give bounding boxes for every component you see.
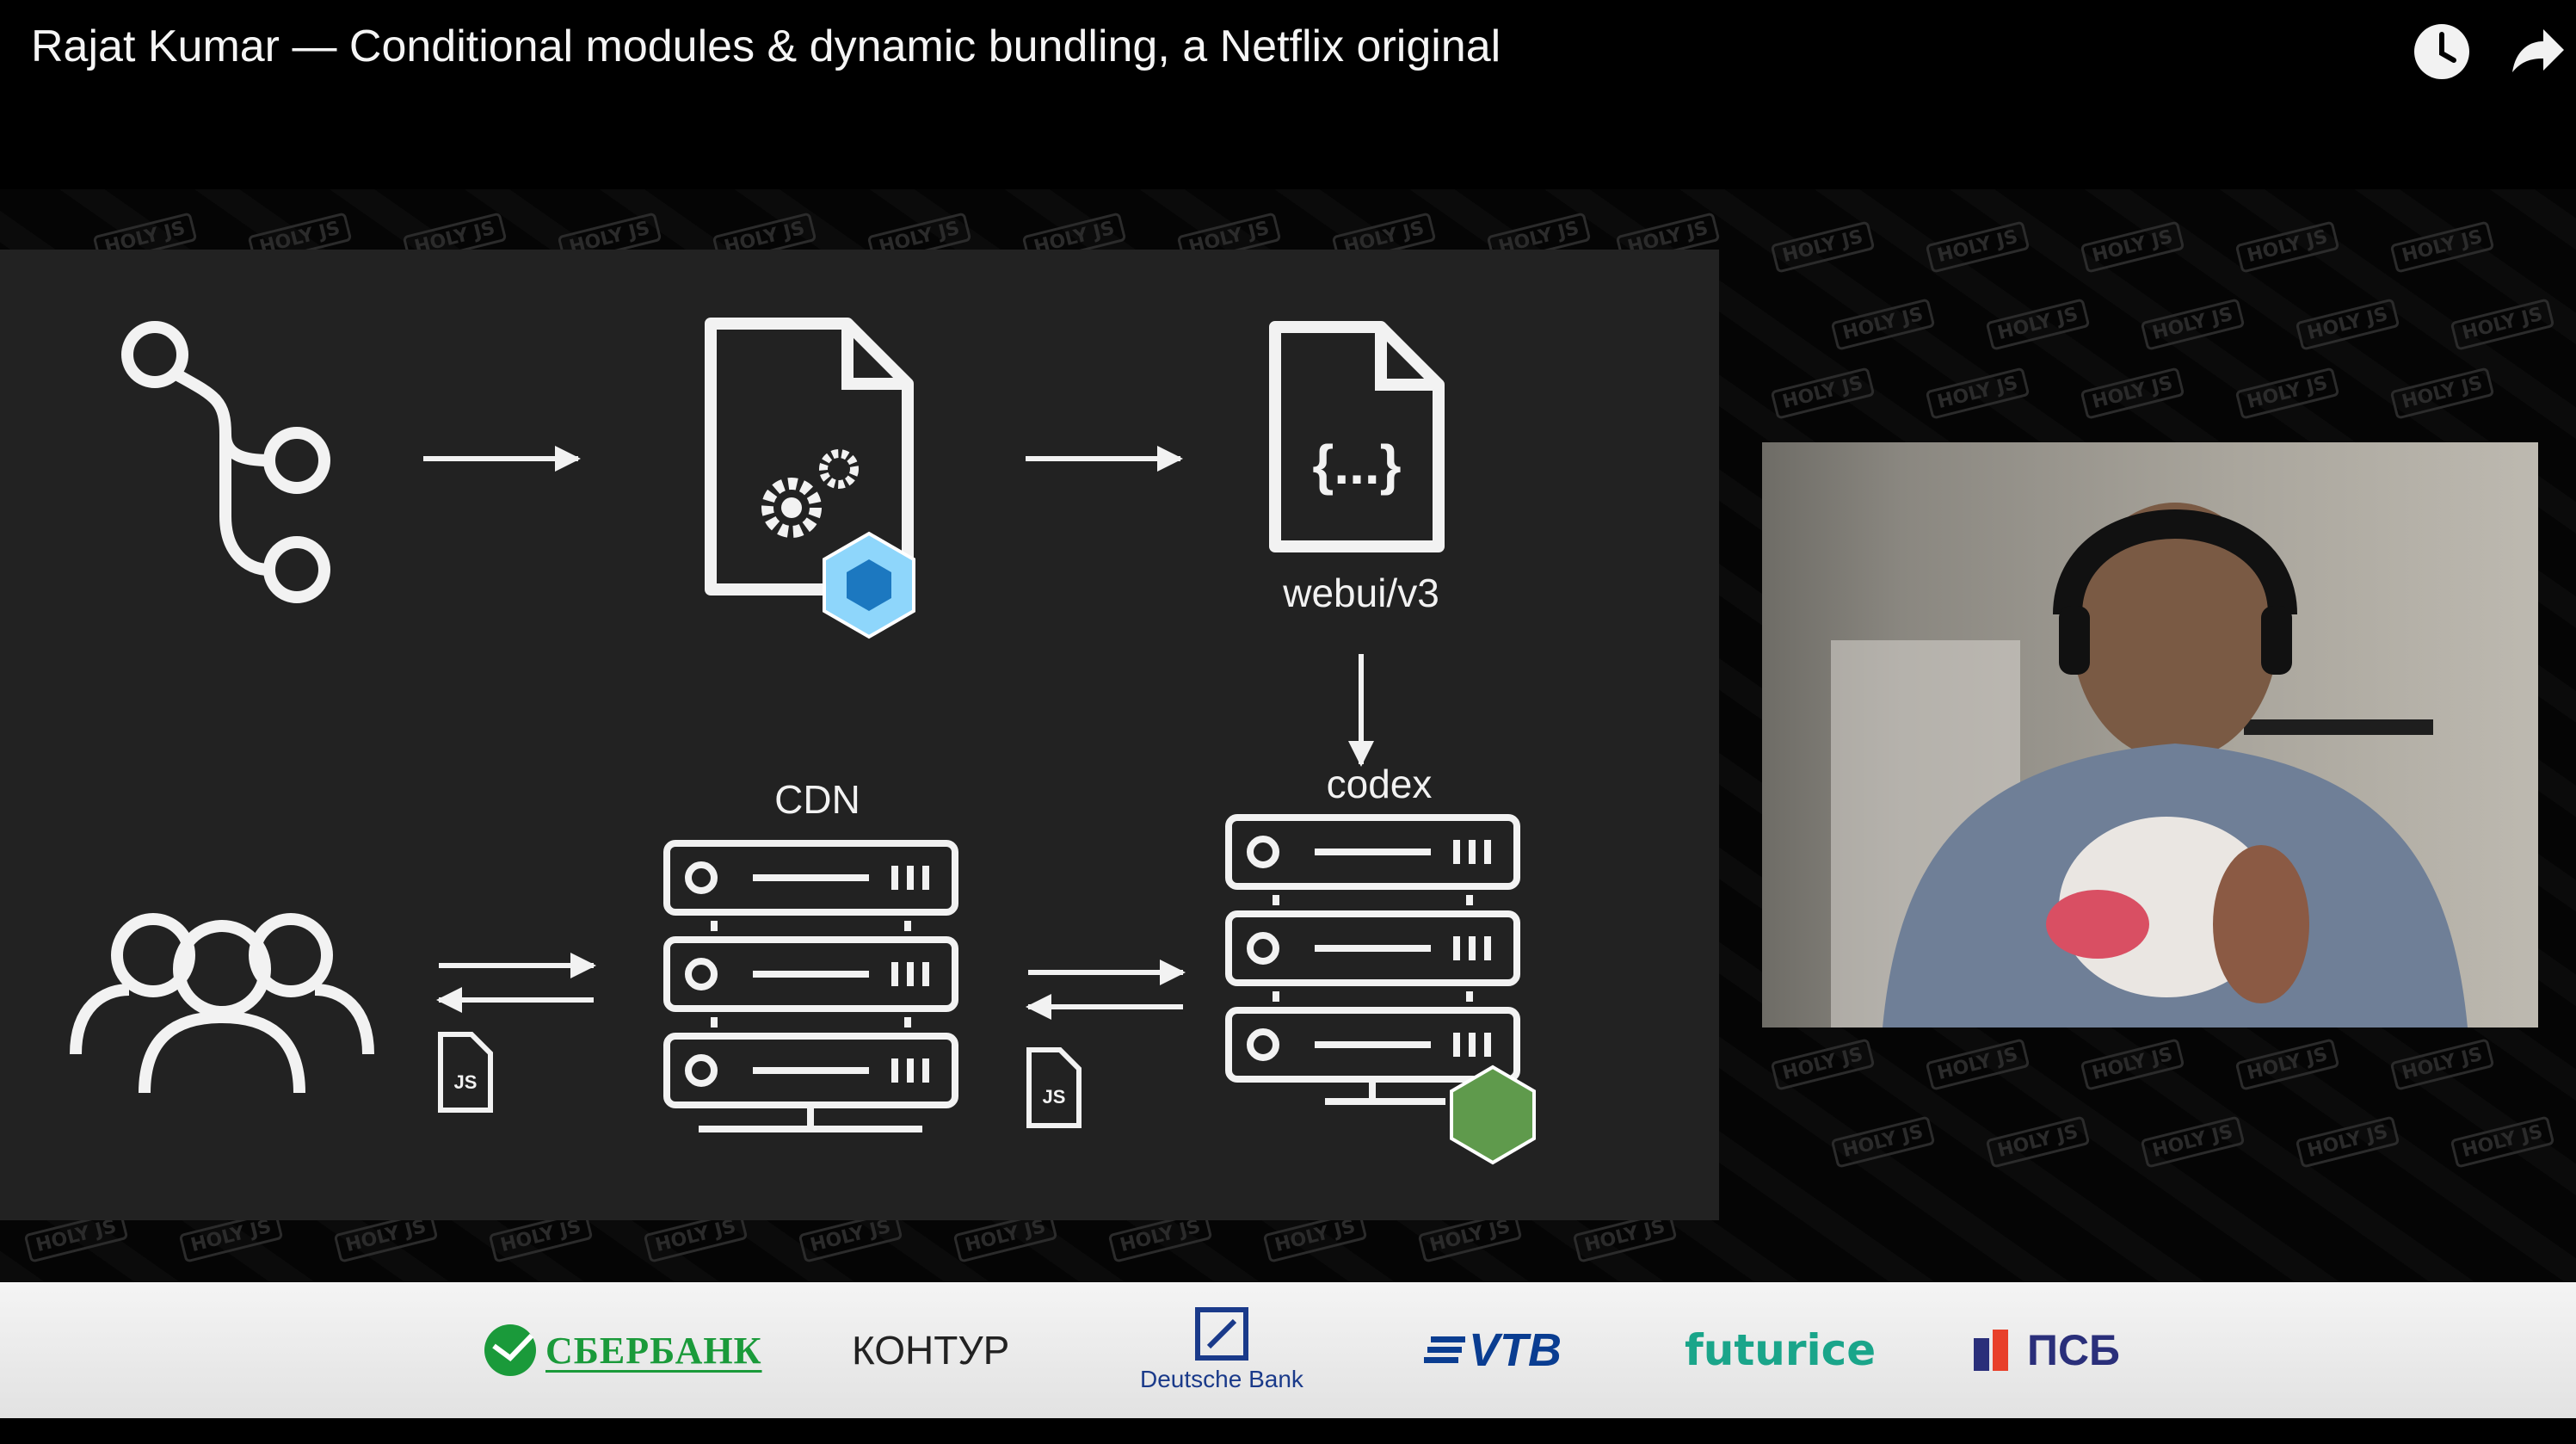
deutsche-bank-logo-icon xyxy=(1194,1307,1248,1361)
js-label: JS xyxy=(454,1071,478,1093)
share-arrow-icon[interactable] xyxy=(2504,19,2569,84)
speaker-video-frame xyxy=(1831,503,2468,1027)
watermark: HOLY JS xyxy=(1985,298,2091,351)
cdn-label: CDN xyxy=(774,777,860,822)
video-title-bar: Rajat Kumar — Conditional modules & dyna… xyxy=(0,0,2576,112)
json-braces-label: {...} xyxy=(1312,434,1401,496)
git-branch-icon xyxy=(121,321,330,603)
speaker-webcam xyxy=(1762,442,2538,1027)
watermark: HOLY JS xyxy=(2140,298,2246,351)
watermark: HOLY JS xyxy=(2450,298,2555,351)
sponsor-kontur: КОНТУР xyxy=(852,1282,1009,1418)
webpack-config-file-icon xyxy=(705,318,915,639)
js-label: JS xyxy=(1043,1086,1066,1108)
clock-icon[interactable] xyxy=(2409,19,2474,84)
watermark: HOLY JS xyxy=(2080,367,2185,420)
server-stack-icon xyxy=(1225,814,1520,1105)
sponsor-name: ПСБ xyxy=(2027,1326,2120,1374)
sponsor-futurice: futurice xyxy=(1685,1282,1876,1418)
presentation-slide: {...} webui/v3 codex JS CDN xyxy=(0,250,1719,1220)
watermark: HOLY JS xyxy=(2295,1115,2400,1169)
watermark: HOLY JS xyxy=(1830,298,1936,351)
js-file-icon: JS xyxy=(438,1032,493,1113)
json-file-icon: {...} xyxy=(1269,321,1445,552)
watermark: HOLY JS xyxy=(1925,1038,2031,1091)
sponsor-name: futurice xyxy=(1685,1325,1877,1375)
watermark: HOLY JS xyxy=(2389,367,2495,420)
sponsor-bar: СБЕРБАНК КОНТУР Deutsche Bank VTB futuri… xyxy=(0,1282,2576,1418)
sberbank-logo-icon xyxy=(484,1324,536,1376)
webpack-icon xyxy=(823,531,915,639)
watermark: HOLY JS xyxy=(1770,367,1876,420)
watermark: HOLY JS xyxy=(2295,298,2400,351)
slide-diagram: {...} webui/v3 codex JS CDN xyxy=(70,318,1536,1165)
watermark: HOLY JS xyxy=(2389,220,2495,274)
sponsor-psb: ПСБ xyxy=(1970,1282,2120,1418)
watermark: HOLY JS xyxy=(2389,1038,2495,1091)
server-stack-icon xyxy=(663,840,958,1132)
psb-logo-icon xyxy=(1974,1330,2008,1371)
watermark: HOLY JS xyxy=(2080,220,2185,274)
watermark: HOLY JS xyxy=(2234,367,2340,420)
sponsor-name: КОНТУР xyxy=(852,1328,1010,1373)
watermark: HOLY JS xyxy=(1830,1115,1936,1169)
users-group-icon xyxy=(70,913,374,1094)
sponsor-name: VTB xyxy=(1469,1324,1562,1376)
watermark: HOLY JS xyxy=(1925,367,2031,420)
sponsor-name: Deutsche Bank xyxy=(1140,1366,1303,1392)
watermark: HOLY JS xyxy=(1925,220,2031,274)
webui-label: webui/v3 xyxy=(1282,571,1439,615)
watermark: HOLY JS xyxy=(2450,1115,2555,1169)
vtb-logo-icon xyxy=(1424,1336,1465,1363)
watermark: HOLY JS xyxy=(1985,1115,2091,1169)
sponsor-name: СБЕРБАНК xyxy=(545,1329,762,1372)
gear-icon xyxy=(761,449,859,538)
watermark: HOLY JS xyxy=(1770,1038,1876,1091)
codex-label: codex xyxy=(1327,762,1433,806)
watermark: HOLY JS xyxy=(1770,220,1876,274)
sponsor-vtb: VTB xyxy=(1424,1282,1562,1418)
sponsor-deutsche-bank: Deutsche Bank xyxy=(1140,1282,1303,1418)
video-title[interactable]: Rajat Kumar — Conditional modules & dyna… xyxy=(31,22,1501,71)
watermark: HOLY JS xyxy=(2234,1038,2340,1091)
watermark: HOLY JS xyxy=(2080,1038,2185,1091)
bottom-strip xyxy=(0,1418,2576,1444)
watermark: HOLY JS xyxy=(2234,220,2340,274)
js-file-icon: JS xyxy=(1026,1047,1082,1128)
nodejs-icon xyxy=(1450,1064,1536,1165)
watermark: HOLY JS xyxy=(2140,1115,2246,1169)
sponsor-sberbank: СБЕРБАНК xyxy=(482,1282,762,1418)
